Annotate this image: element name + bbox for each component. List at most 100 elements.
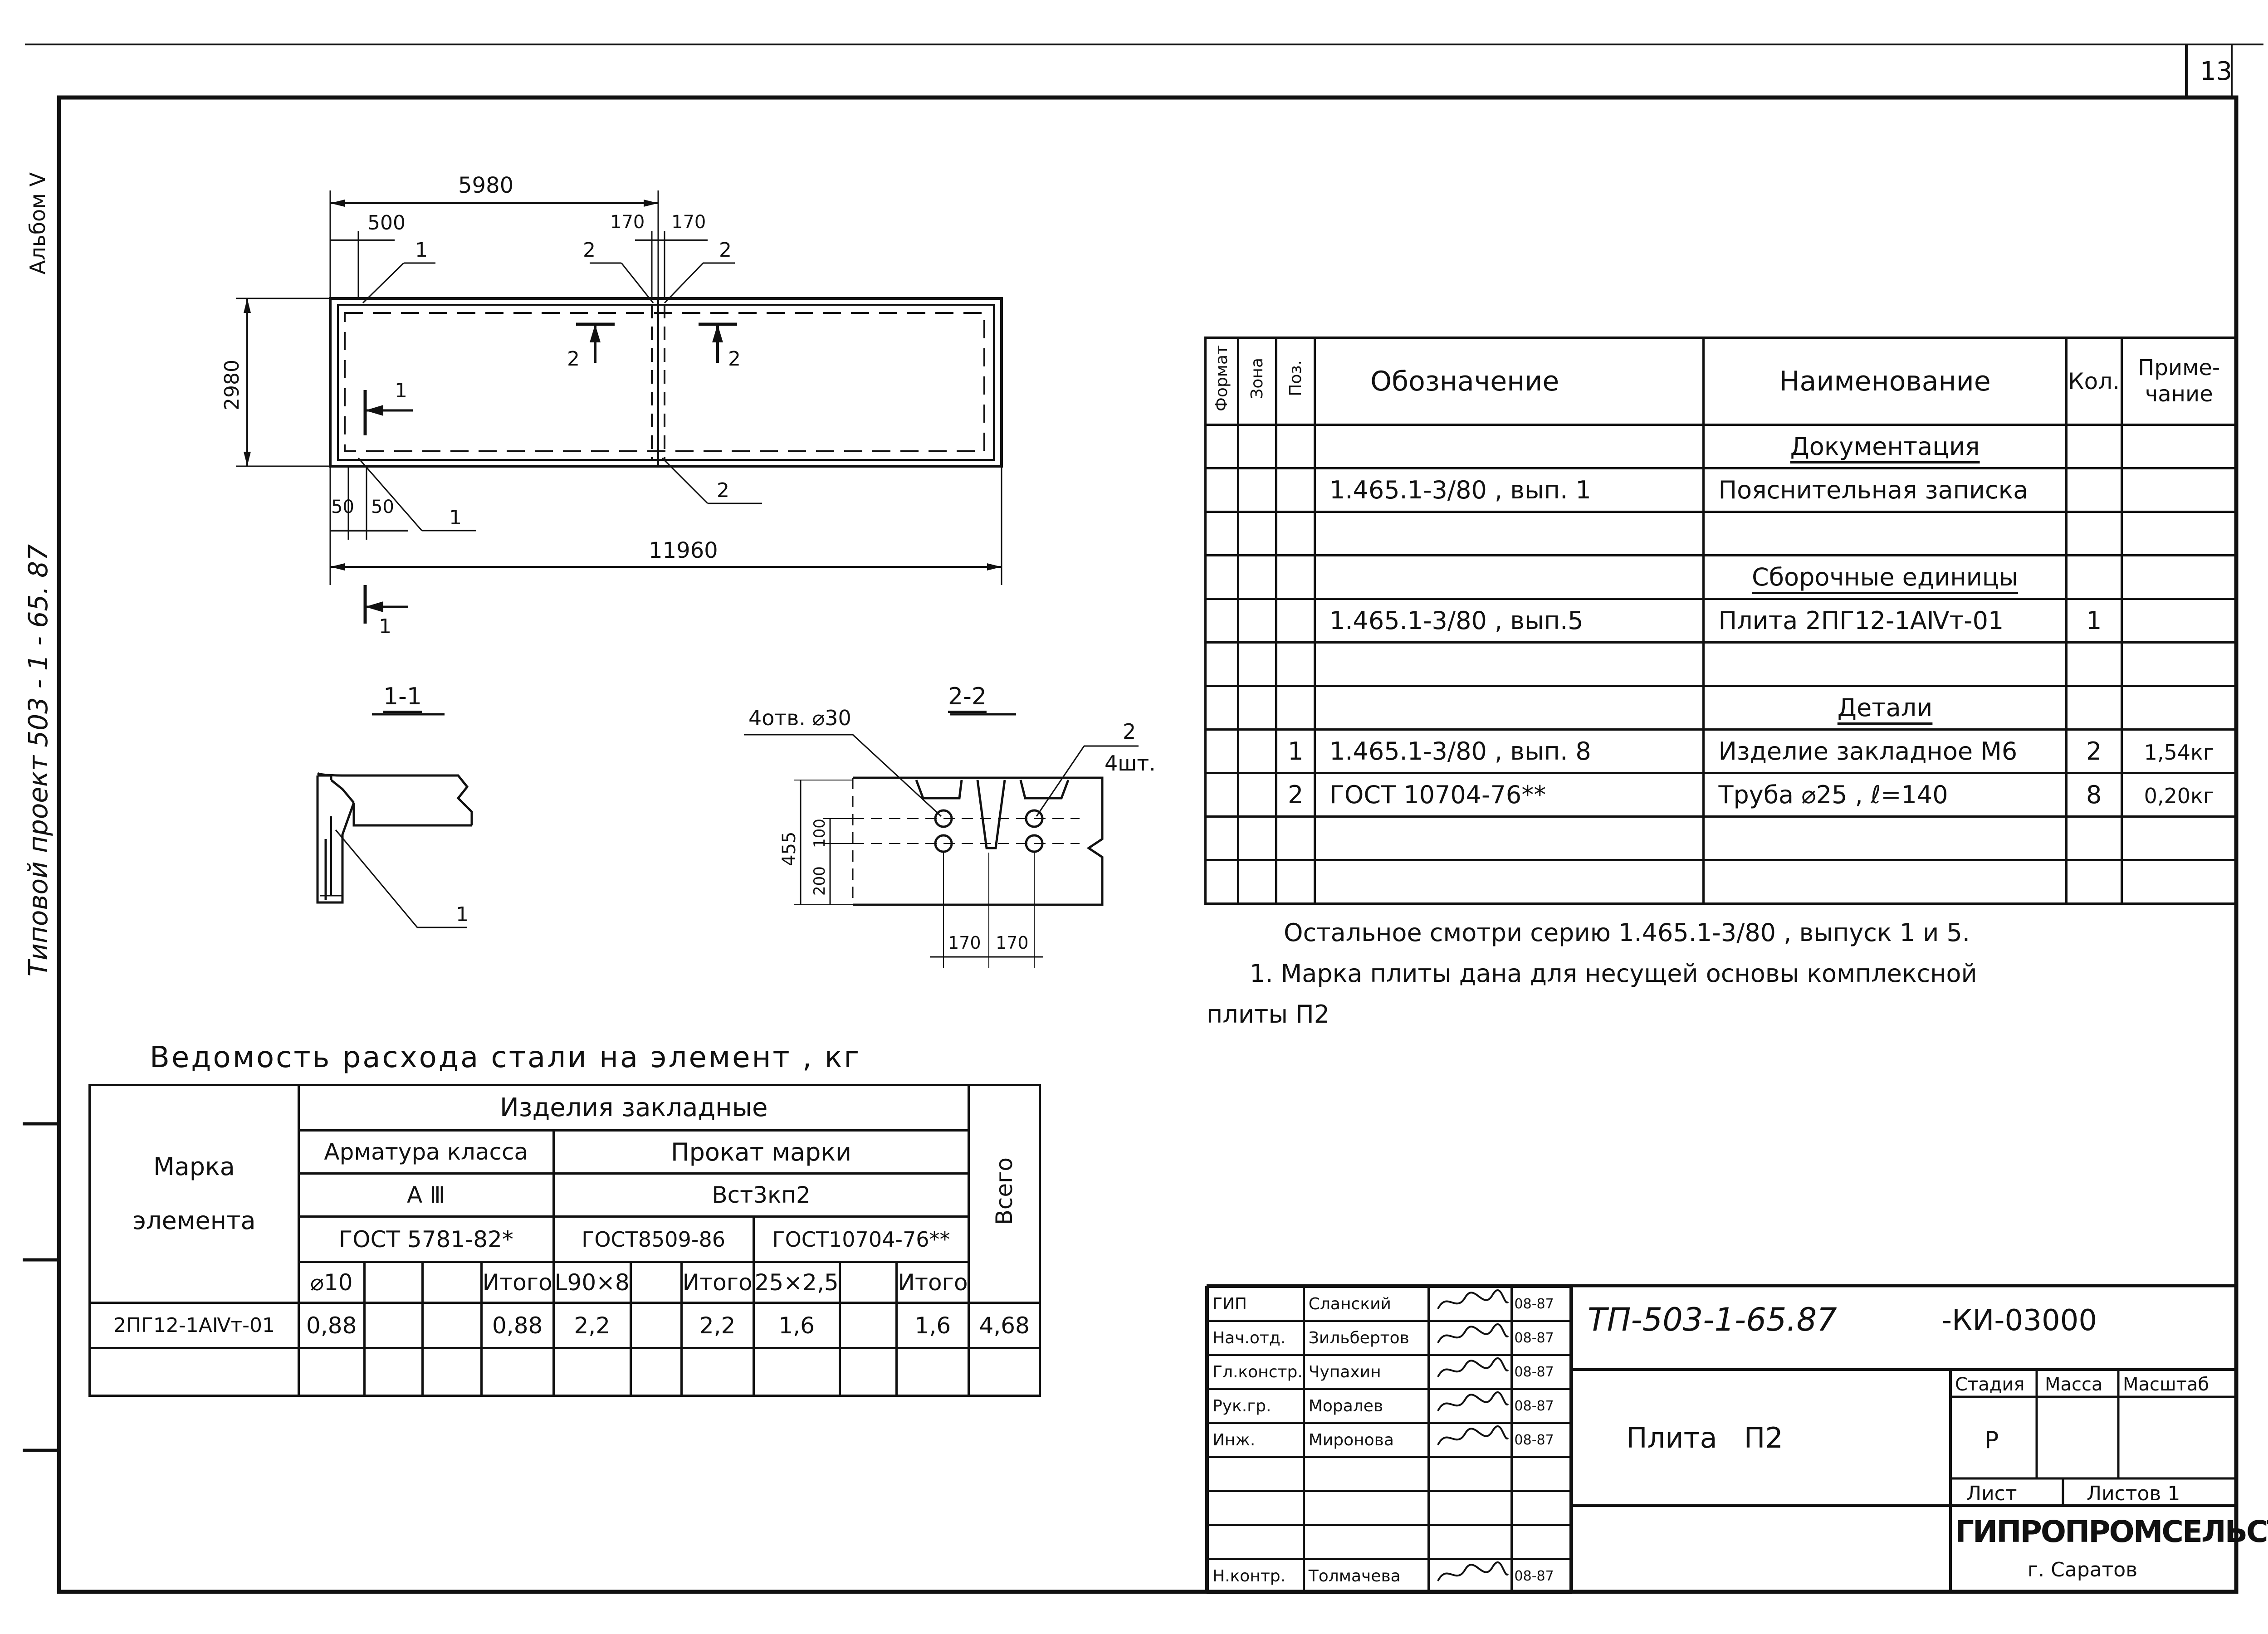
- staff-name: [1302, 1456, 1430, 1492]
- spec-cell-note: [2120, 424, 2238, 469]
- spec-cell-pos: [1275, 641, 1316, 687]
- spec-cell-qty: [2065, 511, 2123, 556]
- a3-header: А Ⅲ: [297, 1172, 555, 1218]
- steel-subheader: Итого: [680, 1261, 755, 1304]
- section-2-2-qty: 4шт.: [1105, 751, 1156, 776]
- rebar-class-header: Арматура класса: [297, 1129, 555, 1175]
- note-line-2: 1. Марка плиты дана для несущей основы к…: [1250, 959, 1977, 988]
- spec-cell-note: [2120, 467, 2238, 513]
- signature-mark: [1437, 1357, 1509, 1377]
- header-format: Формат: [1204, 337, 1239, 426]
- vst-header: Вст3кп2: [552, 1172, 970, 1218]
- signature-mark: [1437, 1561, 1509, 1581]
- spec-cell-designation: 1.465.1-3/80 , вып. 1: [1313, 467, 1705, 513]
- staff-signature: [1427, 1422, 1513, 1458]
- staff-name: Зильбертов: [1302, 1320, 1430, 1356]
- signature-mark: [1437, 1425, 1509, 1445]
- steel-row-value: 1,6: [752, 1302, 841, 1349]
- spec-cell-zone: [1237, 424, 1278, 469]
- doc-code-suffix: -КИ-03000: [1941, 1304, 2097, 1337]
- staff-signature: [1427, 1320, 1513, 1356]
- spec-cell-designation: ГОСТ 10704-76**: [1313, 772, 1705, 818]
- spec-cell-designation: 1.465.1-3/80 , вып. 8: [1313, 728, 1705, 774]
- steel-subheader: [421, 1261, 483, 1304]
- spec-row: Детали: [1204, 685, 2238, 731]
- spec-cell-name: Сборочные единицы: [1702, 554, 2068, 600]
- spec-cell-format: [1204, 424, 1239, 469]
- spec-cell-zone: [1237, 728, 1278, 774]
- spec-cell-qty: [2065, 554, 2123, 600]
- spec-cell-format: [1204, 554, 1239, 600]
- section-2-2-title: 2-2: [948, 683, 987, 710]
- gost-10704: ГОСТ10704-76**: [752, 1215, 970, 1263]
- steel-row-value: 1,6: [895, 1302, 970, 1349]
- spec-cell-pos: [1275, 554, 1316, 600]
- staff-signature: [1427, 1388, 1513, 1424]
- gost-8509: ГОСТ8509-86: [552, 1215, 755, 1263]
- staff-date: 08-87: [1510, 1320, 1572, 1356]
- section-1-mark-a: 1: [395, 379, 407, 402]
- steel-row-value: 2,2: [552, 1302, 632, 1349]
- steel-table-title: Ведомость расхода стали на элемент , кг: [150, 1041, 861, 1074]
- spec-cell-qty: 1: [2065, 598, 2123, 644]
- spec-cell-pos: [1275, 511, 1316, 556]
- spec-cell-format: [1204, 641, 1239, 687]
- spec-cell-pos: [1275, 685, 1316, 731]
- spec-cell-designation: [1313, 424, 1705, 469]
- staff-date: 08-87: [1510, 1354, 1572, 1390]
- callout-2-bottom: 2: [717, 479, 729, 502]
- dim-5980: 5980: [458, 173, 514, 198]
- staff-signature: [1427, 1286, 1513, 1322]
- spec-cell-zone: [1237, 859, 1278, 905]
- staff-signature: [1427, 1354, 1513, 1390]
- staff-role: [1207, 1524, 1305, 1560]
- sheets-header: Листов 1: [2087, 1482, 2180, 1505]
- staff-role: Нач.отд.: [1207, 1320, 1305, 1356]
- total-header: Всего: [968, 1084, 1041, 1304]
- staff-role: Гл.констр.: [1207, 1354, 1305, 1390]
- dim-50b: 50: [371, 497, 394, 517]
- spec-cell-name: Документация: [1702, 424, 2068, 469]
- spec-cell-designation: 1.465.1-3/80 , вып.5: [1313, 598, 1705, 644]
- header-designation: Обозначение: [1313, 337, 1705, 426]
- staff-name: Сланский: [1302, 1286, 1430, 1322]
- dim-170-left: 170: [948, 933, 981, 953]
- steel-table: Марка элемента Изделия закладные Всего А…: [88, 1084, 1041, 1397]
- callout-1-top: 1: [415, 239, 428, 262]
- spec-row: Сборочные единицы: [1204, 554, 2238, 600]
- callout-2-top-b: 2: [719, 239, 732, 262]
- staff-signature: [1427, 1558, 1513, 1594]
- spec-cell-name: [1702, 859, 2068, 905]
- spec-cell-note: [2120, 554, 2238, 600]
- staff-role: Инж.: [1207, 1422, 1305, 1458]
- dim-170-right: 170: [996, 933, 1029, 953]
- header-note: Приме-чание: [2120, 337, 2238, 426]
- spec-row: [1204, 511, 2238, 556]
- section-1-1-title: 1-1: [383, 683, 422, 710]
- callout-2-top-a: 2: [583, 239, 596, 262]
- spec-cell-name: [1702, 511, 2068, 556]
- steel-row-value: [421, 1302, 483, 1349]
- spec-cell-format: [1204, 772, 1239, 818]
- spec-cell-format: [1204, 598, 1239, 644]
- sheet-header: Лист: [1966, 1482, 2017, 1505]
- steel-row-value: 4,68: [968, 1302, 1041, 1349]
- spec-cell-note: 1,54кг: [2120, 728, 2238, 774]
- staff-date: [1510, 1524, 1572, 1560]
- spec-cell-pos: [1275, 815, 1316, 861]
- spec-cell-designation: [1313, 685, 1705, 731]
- spec-cell-format: [1204, 511, 1239, 556]
- spec-cell-designation: [1313, 641, 1705, 687]
- spec-cell-format: [1204, 685, 1239, 731]
- sheet-number: 13: [2200, 57, 2233, 86]
- spec-cell-note: [2120, 598, 2238, 644]
- spec-cell-zone: [1237, 815, 1278, 861]
- steel-subheader: Итого: [480, 1261, 555, 1304]
- spec-cell-qty: [2065, 685, 2123, 731]
